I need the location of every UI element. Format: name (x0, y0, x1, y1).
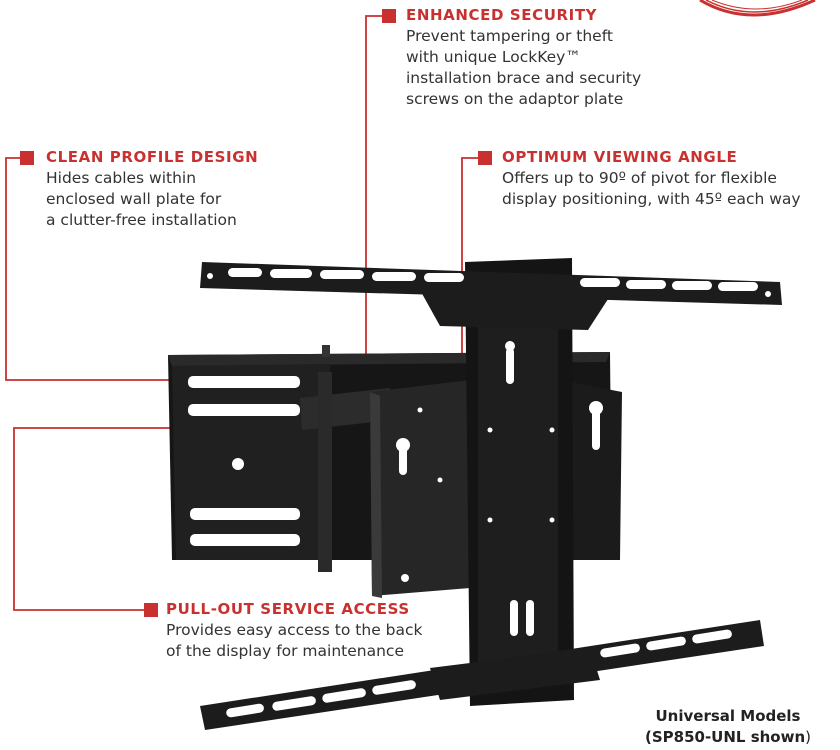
callout-clean-profile: CLEAN PROFILE DESIGN Hides cables within… (46, 148, 258, 231)
caption-line1: Universal Models (655, 707, 801, 725)
model-caption: Universal Models (SP850-UNL shown) (628, 706, 828, 748)
badge-arc-icon (699, 0, 816, 17)
desc-line: enclosed wall plate for (46, 190, 222, 208)
desc-line: Hides cables within (46, 169, 197, 187)
marker-viewing-icon (478, 151, 492, 165)
wall-mount-image (168, 258, 782, 730)
desc-line: installation brace and security (406, 69, 642, 87)
callout-description: Offers up to 90º of pivot for flexible d… (502, 168, 801, 210)
callout-description: Hides cables within enclosed wall plate … (46, 168, 258, 231)
callout-markers (20, 9, 492, 617)
marker-security-icon (382, 9, 396, 23)
callout-description: Prevent tampering or theft with unique L… (406, 26, 641, 110)
callout-description: Provides easy access to the back of the … (166, 620, 423, 662)
callout-title: CLEAN PROFILE DESIGN (46, 148, 259, 166)
callout-title: OPTIMUM VIEWING ANGLE (502, 148, 738, 166)
callout-viewing-angle: OPTIMUM VIEWING ANGLE Offers up to 90º o… (502, 148, 801, 210)
desc-line: Provides easy access to the back (166, 621, 423, 639)
callout-title: PULL-OUT SERVICE ACCESS (166, 600, 410, 618)
caption-line2: (SP850-UNL shown) (628, 727, 828, 748)
desc-line: Offers up to 90º of pivot for flexible (502, 169, 777, 187)
desc-line: with unique LockKey™ (406, 48, 581, 66)
callout-title: ENHANCED SECURITY (406, 6, 598, 24)
desc-line: Prevent tampering or theft (406, 27, 613, 45)
caption-paren: ) (805, 728, 811, 746)
leader-security (365, 15, 382, 362)
desc-line: screws on the adaptor plate (406, 90, 624, 108)
leader-profile (5, 157, 170, 381)
caption-model: (SP850-UNL shown (644, 728, 806, 746)
desc-line: a clutter-free installation (46, 211, 237, 229)
desc-line: of the display for maintenance (166, 642, 404, 660)
desc-line: display positioning, with 45º each way (502, 190, 801, 208)
callout-service-access: PULL-OUT SERVICE ACCESS Provides easy ac… (166, 600, 423, 662)
callout-enhanced-security: ENHANCED SECURITY Prevent tampering or t… (406, 6, 641, 110)
marker-profile-icon (20, 151, 34, 165)
marker-service-icon (144, 603, 158, 617)
